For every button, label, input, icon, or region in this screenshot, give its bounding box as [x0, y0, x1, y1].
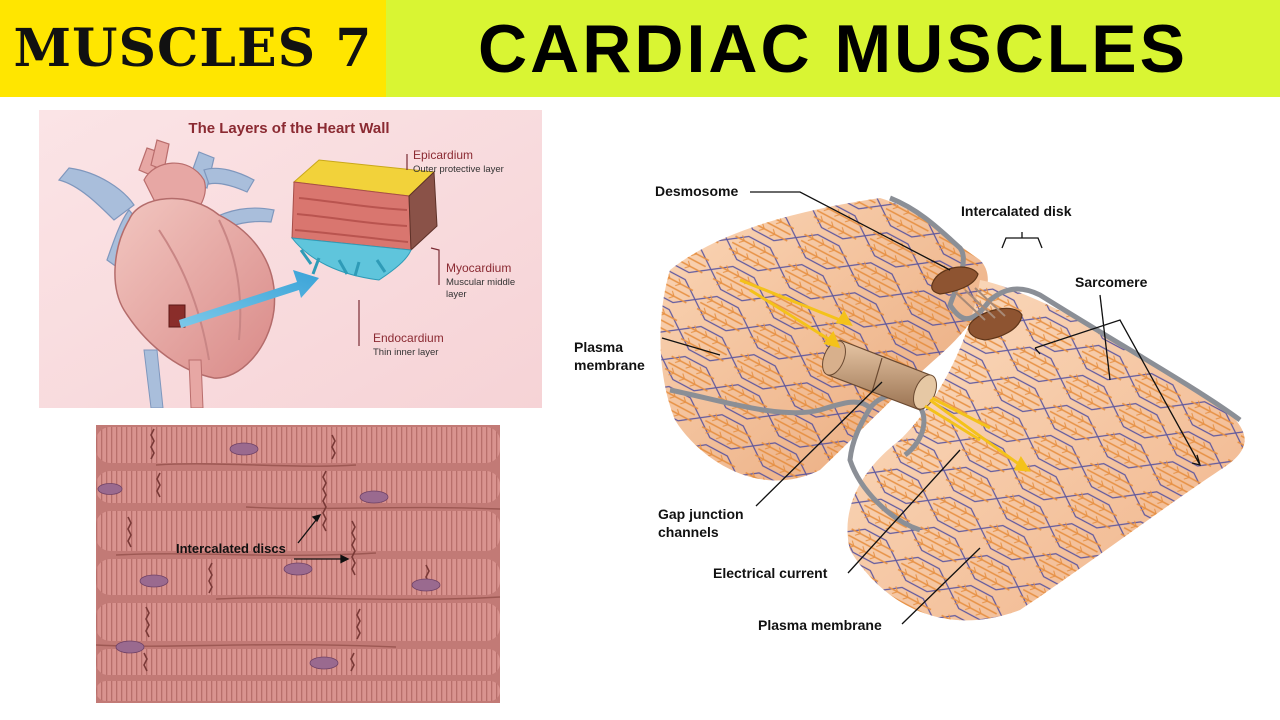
gap-junction-label-2: channels	[658, 524, 719, 540]
intercalated-disk-diagram: Desmosome Intercalated disk Sarcomere Pl…	[560, 170, 1280, 650]
epicardium-label: Epicardium	[413, 148, 473, 162]
myocardium-label: Myocardium	[446, 261, 511, 275]
plasma-membrane-left-label-2: membrane	[574, 357, 645, 373]
heart-wall-title: The Layers of the Heart Wall	[188, 120, 389, 137]
intercalated-discs-label: Intercalated discs	[176, 541, 286, 556]
myocardium-desc-2: layer	[446, 289, 467, 300]
epicardium-desc: Outer protective layer	[413, 164, 504, 175]
endocardium-desc: Thin inner layer	[373, 347, 438, 358]
page-title: CARDIAC MUSCLES	[478, 10, 1188, 88]
badge-text: MUSCLES 7	[14, 18, 373, 79]
myocardium-desc-1: Muscular middle	[446, 277, 515, 288]
sarcomere-label: Sarcomere	[1075, 274, 1148, 290]
heart-wall-illustration: The Layers of the Heart Wall Epicardium …	[39, 110, 542, 408]
muscle-fiber-illustration: Intercalated discs	[96, 425, 500, 703]
topic-badge: MUSCLES 7	[0, 0, 386, 97]
plasma-membrane-bottom-label: Plasma membrane	[758, 617, 882, 633]
endocardium-label: Endocardium	[373, 331, 444, 345]
intercalated-disk-label: Intercalated disk	[961, 203, 1072, 219]
electrical-current-label: Electrical current	[713, 565, 828, 581]
gap-junction-label-1: Gap junction	[658, 506, 744, 522]
desmosome-label: Desmosome	[655, 183, 738, 199]
plasma-membrane-left-label-1: Plasma	[574, 339, 623, 355]
title-banner: CARDIAC MUSCLES	[386, 0, 1280, 97]
